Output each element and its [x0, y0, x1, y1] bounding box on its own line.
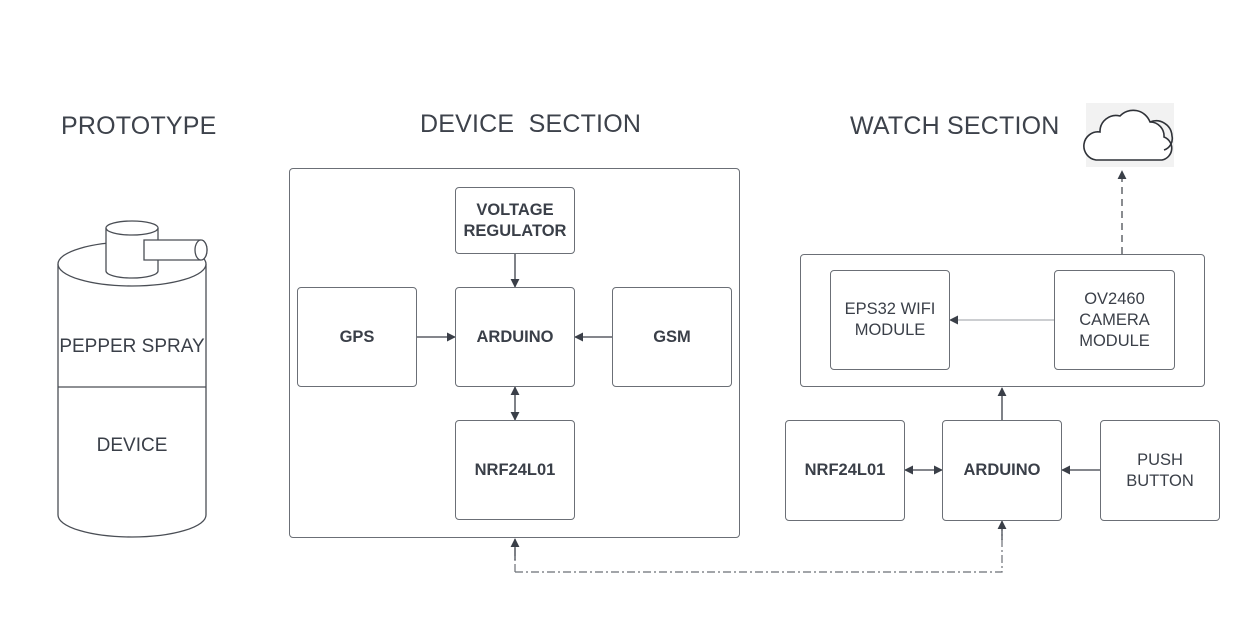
camera-module-box: OV2460 CAMERA MODULE	[1054, 270, 1175, 370]
wifi-module-label: EPS32 WIFI MODULE	[844, 300, 936, 339]
watch-nrf-label: NRF24L01	[804, 461, 886, 479]
watch-camera-frame	[800, 254, 1205, 387]
watch-arduino-label: ARDUINO	[963, 461, 1041, 479]
gsm-box: GSM	[612, 287, 732, 387]
device-nrf-box: NRF24L01	[455, 420, 575, 520]
pepper-spray-cylinder	[57, 241, 207, 538]
cloud-icon	[1083, 103, 1174, 167]
device-nrf-label: NRF24L01	[474, 460, 556, 479]
voltage-regulator-label: VOLTAGE REGULATOR	[463, 200, 567, 240]
wifi-module-box: EPS32 WIFI MODULE	[830, 270, 950, 370]
gps-box: GPS	[297, 287, 417, 387]
watch-nrf-box: NRF24L01	[785, 420, 905, 521]
camera-module-label: OV2460 CAMERA MODULE	[1079, 289, 1150, 350]
gsm-label: GSM	[653, 327, 691, 346]
voltage-regulator-box: VOLTAGE REGULATOR	[455, 187, 575, 254]
spray-nozzle	[105, 220, 208, 279]
pepper-spray-label: PEPPER SPRAY	[59, 336, 205, 357]
push-button-label: PUSH BUTTON	[1126, 450, 1194, 490]
gps-label: GPS	[339, 327, 375, 346]
device-section-title: DEVICE SECTION	[420, 110, 642, 138]
push-button-box: PUSH BUTTON	[1100, 420, 1220, 521]
watch-section-title: WATCH SECTION	[850, 112, 1060, 140]
device-label: DEVICE	[96, 435, 168, 456]
prototype-title: PROTOTYPE	[61, 112, 217, 140]
device-arduino-label: ARDUINO	[476, 327, 554, 346]
device-section-frame	[289, 168, 740, 538]
device-arduino-box: ARDUINO	[455, 287, 575, 387]
watch-arduino-box: ARDUINO	[942, 420, 1062, 521]
